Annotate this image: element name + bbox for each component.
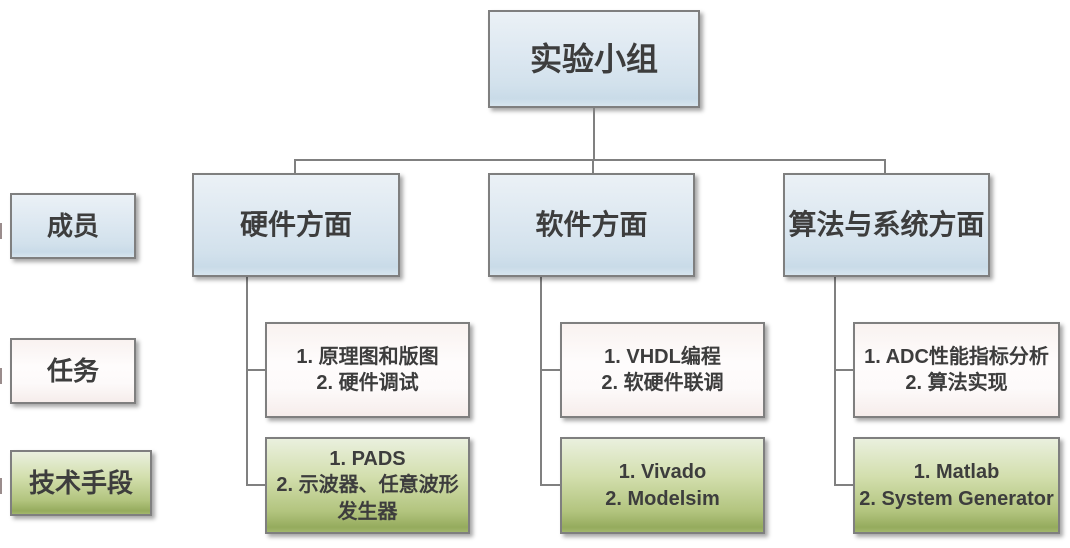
row-label-methods: 技术手段 [10, 450, 152, 516]
branch-box-hardware: 硬件方面 [192, 173, 400, 277]
connector-hang-hardware [246, 277, 248, 486]
connector-root-drop [593, 108, 595, 161]
root-node-label: 实验小组 [529, 40, 658, 77]
task-box-hardware-text: 1. 原理图和版图 2. 硬件调试 [296, 345, 439, 394]
task-box-software-text: 1. VHDL编程 2. 软硬件联调 [601, 345, 724, 394]
connector-stub-algorithm-methods [834, 484, 853, 486]
task-box-algorithm: 1. ADC性能指标分析 2. 算法实现 [853, 322, 1060, 418]
connector-drop-software [592, 159, 594, 173]
row-label-members-text: 成员 [46, 210, 99, 241]
connector-stub-hardware-tasks [246, 369, 265, 371]
connector-drop-hardware [294, 159, 296, 173]
method-box-hardware-text: 1. PADS 2. 示波器、任意波形 发生器 [276, 447, 459, 523]
cropped-connector-stub-tasks [0, 368, 2, 384]
root-node-box: 实验小组 [488, 10, 700, 108]
row-label-methods-text: 技术手段 [28, 467, 133, 498]
connector-hang-algorithm [834, 277, 836, 486]
branch-box-software: 软件方面 [488, 173, 695, 277]
connector-rail [294, 159, 886, 161]
cropped-connector-stub-methods [0, 478, 2, 494]
connector-stub-software-tasks [540, 369, 560, 371]
method-box-algorithm-text: 1. Matlab 2. System Generator [859, 461, 1054, 510]
method-box-software: 1. Vivado 2. Modelsim [560, 437, 765, 534]
branch-box-algorithm: 算法与系统方面 [783, 173, 990, 277]
connector-drop-algorithm [884, 159, 886, 173]
method-box-hardware: 1. PADS 2. 示波器、任意波形 发生器 [265, 437, 470, 534]
row-label-tasks-text: 任务 [46, 355, 99, 386]
connector-hang-software [540, 277, 542, 486]
method-box-software-text: 1. Vivado 2. Modelsim [605, 461, 720, 510]
row-label-members: 成员 [10, 193, 136, 259]
connector-stub-hardware-methods [246, 484, 265, 486]
branch-box-algorithm-label: 算法与系统方面 [788, 208, 985, 240]
row-label-tasks: 任务 [10, 338, 136, 404]
branch-box-hardware-label: 硬件方面 [239, 208, 352, 240]
connector-stub-algorithm-tasks [834, 369, 853, 371]
task-box-hardware: 1. 原理图和版图 2. 硬件调试 [265, 322, 470, 418]
cropped-connector-stub-members [0, 223, 2, 239]
task-box-algorithm-text: 1. ADC性能指标分析 2. 算法实现 [864, 345, 1049, 394]
task-box-software: 1. VHDL编程 2. 软硬件联调 [560, 322, 765, 418]
branch-box-software-label: 软件方面 [535, 208, 648, 240]
connector-stub-software-methods [540, 484, 560, 486]
method-box-algorithm: 1. Matlab 2. System Generator [853, 437, 1060, 534]
